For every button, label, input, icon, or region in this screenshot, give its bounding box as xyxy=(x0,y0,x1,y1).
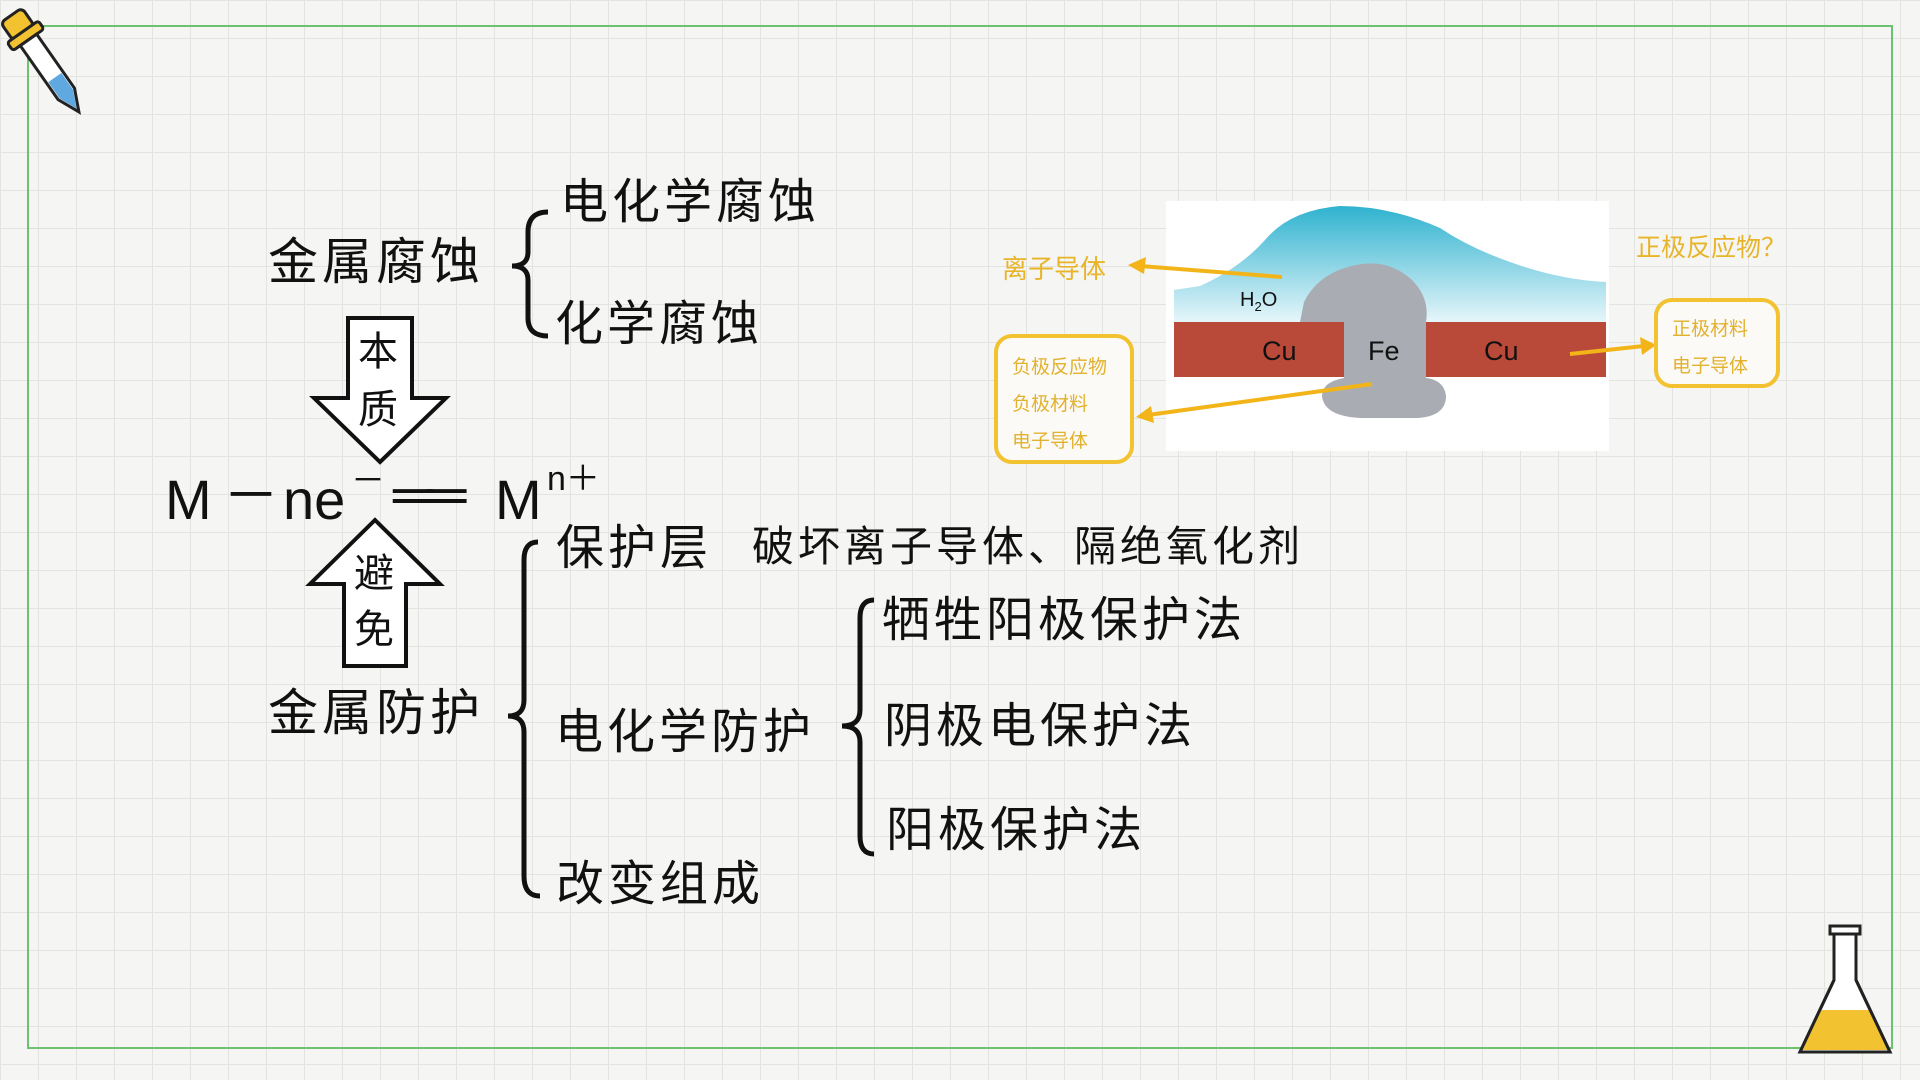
protection-layer-label: 保护层 xyxy=(556,520,713,576)
down-arrow-char-2: 质 xyxy=(358,387,398,433)
corrosion-type-chemical: 化学腐蚀 xyxy=(555,296,764,352)
formula-electrons: ne xyxy=(283,468,346,531)
positive-electrode-material: 正极材料 xyxy=(1672,318,1749,340)
dropper-icon xyxy=(1,8,82,115)
method-cathodic-current: 阴极电保护法 xyxy=(884,698,1197,754)
down-arrow xyxy=(309,316,451,465)
up-arrow-char-2: 免 xyxy=(354,607,394,653)
formula-ion-charge: n＋ xyxy=(547,460,600,498)
positive-electrode-box: 正极材料 电子导体 xyxy=(1654,298,1780,388)
water-layer xyxy=(1174,206,1606,322)
electrochemical-brace xyxy=(841,597,875,857)
negative-arrow xyxy=(1147,382,1373,417)
method-sacrificial-anode: 牺牲阳极保护法 xyxy=(882,592,1247,648)
negative-reactant: 负极反应物 xyxy=(1012,356,1108,378)
change-composition: 改变组成 xyxy=(556,856,765,912)
down-arrow-char-1: 本 xyxy=(358,329,398,375)
water-label-o: O xyxy=(1261,289,1278,311)
corrosion-type-electrochemical: 电化学腐蚀 xyxy=(560,174,821,230)
protection-title: 金属防护 xyxy=(268,684,484,742)
protection-brace xyxy=(507,539,541,899)
water-label-h: H xyxy=(1240,289,1255,311)
formula-metal-ion: M xyxy=(495,468,542,531)
left-copper-label: Cu xyxy=(1262,336,1297,366)
formula-metal: M xyxy=(165,468,212,531)
copper-right xyxy=(1426,322,1606,377)
corrosion-brace xyxy=(511,209,549,339)
positive-reactant-question: 正极反应物？ xyxy=(1636,233,1787,262)
formula-minus: － xyxy=(223,464,279,527)
up-arrow xyxy=(305,517,445,668)
corrosion-title: 金属腐蚀 xyxy=(268,233,484,291)
up-arrow-char-1: 避 xyxy=(354,551,394,597)
right-copper-label: Cu xyxy=(1484,336,1519,366)
negative-electron-conductor: 电子导体 xyxy=(1012,430,1089,452)
water-label-sub: 2 xyxy=(1254,299,1262,314)
iron-label: Fe xyxy=(1368,336,1400,366)
formula-electron-charge: － xyxy=(351,462,385,500)
negative-electrode-material: 负极材料 xyxy=(1012,393,1089,415)
ion-conductor-arrow xyxy=(1139,264,1283,279)
positive-arrow xyxy=(1569,344,1645,356)
iron-piece xyxy=(1300,263,1446,418)
protection-layer-note: 破坏离子导体、隔绝氧化剂 xyxy=(752,522,1305,571)
method-anodic-protection: 阳极保护法 xyxy=(886,802,1147,858)
slide-frame xyxy=(27,25,1893,1049)
electrochemical-protection-label: 电化学防护 xyxy=(555,704,816,760)
flask-icon xyxy=(1797,924,1893,1054)
negative-electrode-box: 负极反应物 负极材料 电子导体 xyxy=(994,334,1134,464)
formula-equals: ══ xyxy=(393,462,466,525)
water-label: H2O xyxy=(1240,290,1277,313)
positive-electron-conductor: 电子导体 xyxy=(1672,355,1749,377)
copper-left xyxy=(1174,322,1344,377)
ion-conductor-label: 离子导体 xyxy=(1002,255,1107,285)
